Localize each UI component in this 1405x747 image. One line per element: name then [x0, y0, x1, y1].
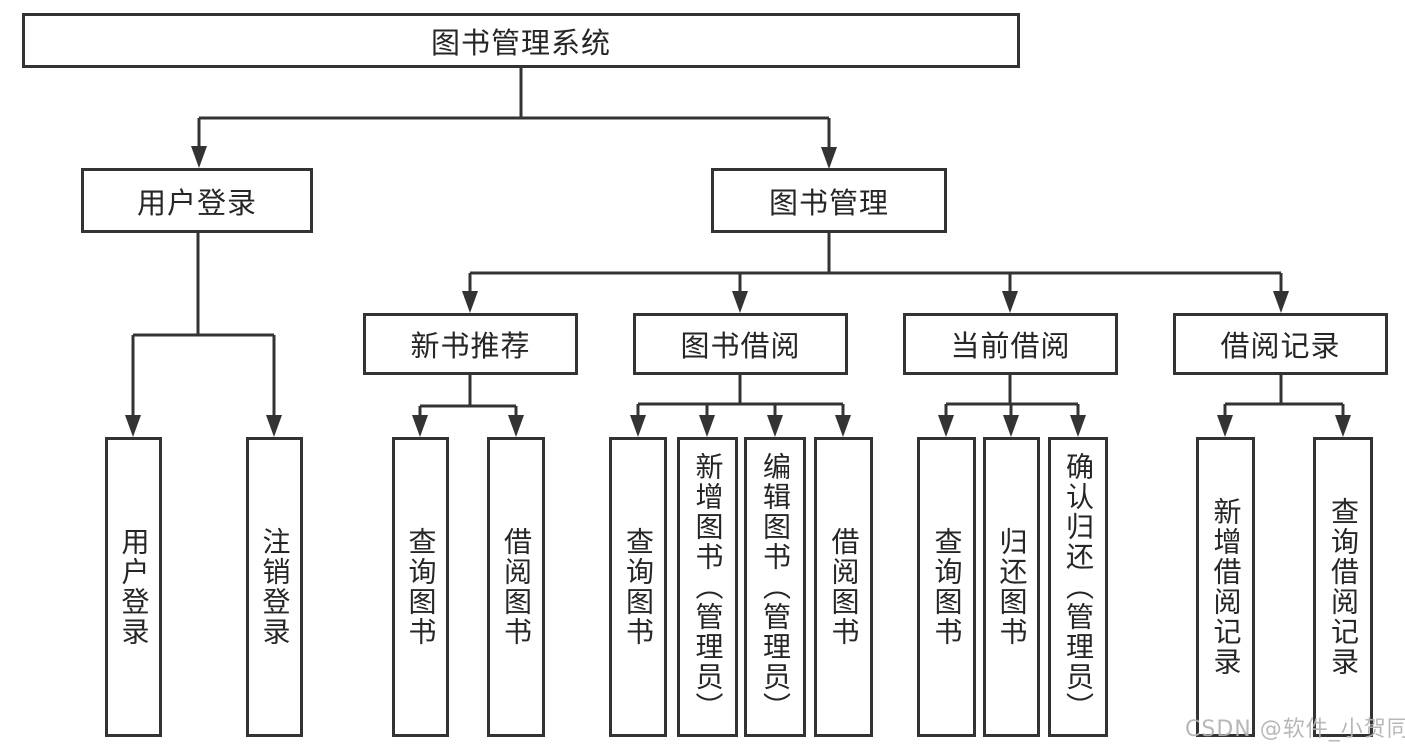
node-return-book-label: 归还图书 — [995, 527, 1029, 647]
node-query-book-recommend-label: 查询图书 — [404, 527, 438, 647]
node-query-book-borrow: 查询图书 — [609, 437, 667, 737]
node-user-login-label: 用户登录 — [136, 185, 257, 220]
node-borrow-book-recommend-label: 借阅图书 — [500, 527, 533, 647]
node-book-borrow-label: 图书借阅 — [680, 329, 801, 363]
connector-book-management-children — [468, 233, 1283, 291]
node-query-book-borrow-label: 查询图书 — [622, 527, 655, 647]
arrow-to-borrow-book-recommend — [508, 415, 524, 437]
node-query-book-current-label: 查询图书 — [930, 527, 964, 647]
node-user-login-leaf-label: 用户登录 — [117, 527, 151, 647]
arrowheads — [125, 146, 1351, 437]
arrow-to-return-book — [1003, 415, 1019, 437]
node-add-borrow-record-label: 新增借阅记录 — [1209, 497, 1243, 677]
csdn-watermark: CSDN @软件_小贺同学 — [1185, 717, 1405, 742]
node-borrow-records: 借阅记录 — [1173, 313, 1388, 375]
connector-user-login-children — [131, 233, 276, 415]
node-edit-book-admin-label: 编辑图书（管理员） — [759, 452, 792, 722]
connector-root-to-level2 — [197, 68, 831, 147]
node-current-borrow-label: 当前借阅 — [950, 329, 1071, 363]
node-borrow-book-recommend: 借阅图书 — [487, 437, 545, 737]
arrow-to-logout-leaf — [266, 415, 282, 437]
connector-new-book-recommend-children — [418, 375, 518, 415]
node-book-management-label: 图书管理 — [768, 185, 889, 220]
node-book-borrow: 图书借阅 — [633, 313, 848, 375]
node-user-login-leaf: 用户登录 — [105, 437, 162, 737]
node-query-borrow-record: 查询借阅记录 — [1313, 437, 1373, 737]
node-query-borrow-record-label: 查询借阅记录 — [1327, 497, 1360, 677]
node-borrow-book-label: 借阅图书 — [827, 527, 861, 647]
arrow-to-query-borrow-record — [1335, 415, 1351, 437]
node-library-system-label: 图书管理系统 — [430, 25, 611, 60]
connector-borrow-records-children — [1223, 375, 1345, 415]
node-add-book-admin: 新增图书（管理员） — [677, 437, 738, 737]
node-new-book-recommend-label: 新书推荐 — [410, 329, 531, 363]
arrow-to-confirm-return-admin — [1070, 415, 1086, 437]
node-add-borrow-record: 新增借阅记录 — [1196, 437, 1255, 737]
node-return-book: 归还图书 — [983, 437, 1040, 737]
arrow-to-query-book-borrow — [630, 415, 646, 437]
node-new-book-recommend: 新书推荐 — [363, 313, 578, 375]
node-library-system: 图书管理系统 — [22, 13, 1020, 68]
node-edit-book-admin: 编辑图书（管理员） — [744, 437, 806, 737]
node-confirm-return-admin: 确认归还（管理员） — [1048, 437, 1108, 737]
node-query-book-current: 查询图书 — [917, 437, 976, 737]
node-query-book-recommend: 查询图书 — [392, 437, 449, 737]
arrow-to-user-login-leaf — [125, 415, 141, 437]
arrow-to-new-book-recommend — [462, 291, 478, 313]
node-confirm-return-admin-label: 确认归还（管理员） — [1062, 452, 1095, 722]
arrow-to-user-login — [191, 146, 207, 168]
connector-book-borrow-children — [636, 375, 845, 415]
connector-current-borrow-children — [944, 375, 1080, 415]
node-borrow-records-label: 借阅记录 — [1220, 329, 1341, 363]
node-user-login: 用户登录 — [81, 168, 313, 233]
arrow-to-add-book-admin — [699, 415, 715, 437]
node-logout-leaf: 注销登录 — [246, 437, 303, 737]
node-add-book-admin-label: 新增图书（管理员） — [691, 452, 725, 722]
node-borrow-book: 借阅图书 — [814, 437, 873, 737]
arrow-to-add-borrow-record — [1217, 415, 1233, 437]
node-current-borrow: 当前借阅 — [903, 313, 1118, 375]
arrow-to-query-book-recommend — [412, 415, 428, 437]
arrow-to-book-management — [821, 147, 837, 169]
arrow-to-book-borrow — [732, 291, 748, 313]
arrow-to-borrow-records — [1273, 291, 1289, 313]
arrow-to-current-borrow — [1002, 291, 1018, 313]
arrow-to-query-book-current — [938, 415, 954, 437]
arrow-to-edit-book-admin — [767, 415, 783, 437]
arrow-to-borrow-book — [835, 415, 851, 437]
node-book-management: 图书管理 — [711, 168, 947, 233]
node-logout-leaf-label: 注销登录 — [258, 527, 292, 647]
